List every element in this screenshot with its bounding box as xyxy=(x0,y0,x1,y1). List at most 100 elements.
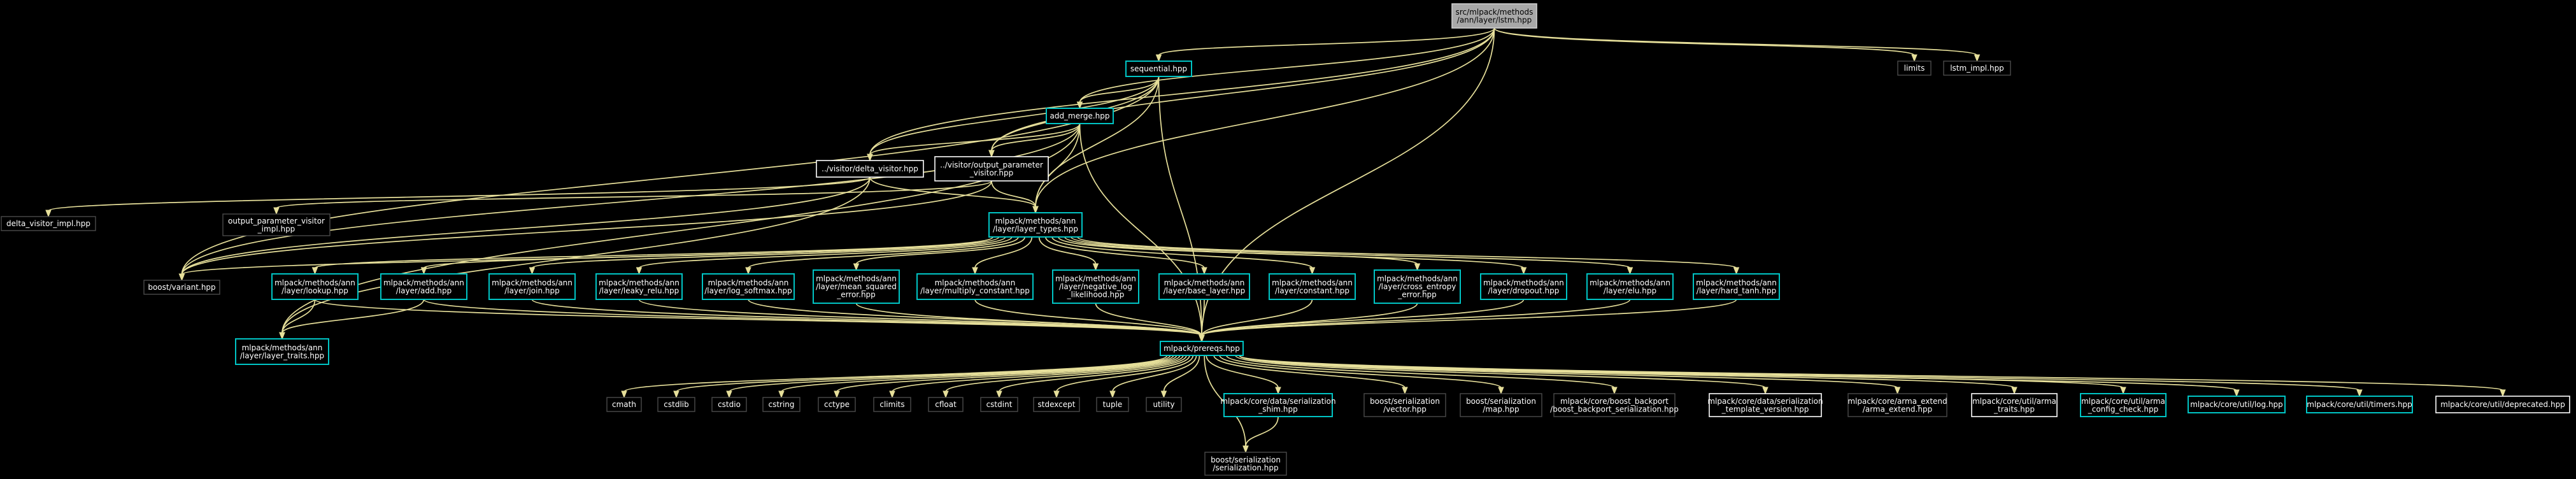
node-add[interactable]: mlpack/methods/ann/layer/add.hpp xyxy=(380,273,467,300)
node-hard-tanh[interactable]: mlpack/methods/ann/layer/hard_tanh.hpp xyxy=(1693,273,1780,300)
node-label-line: mlpack/core/boost_backport xyxy=(1560,397,1669,406)
node-output-param-visitor-impl: output_parameter_visitor_impl.hpp xyxy=(222,213,331,236)
node-arma-config-check[interactable]: mlpack/core/util/arma_config_check.hpp xyxy=(2080,393,2167,417)
node-prereqs[interactable]: mlpack/prereqs.hpp xyxy=(1160,341,1244,356)
edge-add_merge-to-layer_traits xyxy=(281,123,1081,334)
node-label-line: mlpack/methods/ann xyxy=(383,278,464,287)
node-box xyxy=(702,273,795,300)
edge-root-to-output_param_visitor xyxy=(991,27,1495,152)
node-box xyxy=(873,397,911,412)
node-label-line: mlpack/prereqs.hpp xyxy=(1163,344,1240,353)
node-leaky-relu[interactable]: mlpack/methods/ann/layer/leaky_relu.hpp xyxy=(595,273,683,300)
node-label-line: /layer/log_softmax.hpp xyxy=(704,286,792,295)
edge-layer_types-to-mse xyxy=(855,236,1025,265)
node-sequential[interactable]: sequential.hpp xyxy=(1125,61,1192,77)
node-label-line: _impl.hpp xyxy=(257,224,295,233)
node-label-line: cstdint xyxy=(986,400,1013,409)
edge-layer_types-to-dropout xyxy=(1064,236,1525,269)
edge-log_softmax-to-prereqs xyxy=(748,299,1202,336)
node-serialization-shim[interactable]: mlpack/core/data/serialization_shim.hpp xyxy=(1220,393,1336,417)
node-constant[interactable]: mlpack/methods/ann/layer/constant.hpp xyxy=(1269,273,1356,300)
node-log-softmax[interactable]: mlpack/methods/ann/layer/log_softmax.hpp xyxy=(702,273,795,300)
node-box xyxy=(595,273,683,300)
arrowhead-layer_types-to-multiply_constant xyxy=(972,267,978,275)
node-label-line: ../visitor/output_parameter xyxy=(940,161,1043,169)
node-base-layer[interactable]: mlpack/methods/ann/layer/base_layer.hpp xyxy=(1158,273,1250,300)
arrowhead-prereqs-to-boost_ser_vector xyxy=(1402,387,1408,395)
arrowhead-add_merge-to-output_param_visitor xyxy=(988,150,995,158)
node-label-line: mlpack/methods/ann xyxy=(599,278,680,287)
node-mse[interactable]: mlpack/methods/ann/layer/mean_squared_er… xyxy=(813,269,900,304)
node-label-line: /layer/elu.hpp xyxy=(1604,286,1656,295)
node-label-line: /layer/base_layer.hpp xyxy=(1163,286,1245,295)
node-dropout[interactable]: mlpack/methods/ann/layer/dropout.hpp xyxy=(1480,273,1567,300)
node-box xyxy=(988,212,1083,238)
edge-prereqs-to-cstdint xyxy=(999,355,1190,392)
edge-delta_visitor-to-delta_visitor_impl xyxy=(48,176,871,211)
edge-root-to-limits xyxy=(1493,27,1915,56)
arrowhead-prereqs-to-cstdlib xyxy=(673,390,680,399)
edge-root-to-add_merge xyxy=(1079,27,1495,103)
node-arma-traits[interactable]: mlpack/core/util/arma_traits.hpp xyxy=(1971,393,2058,417)
node-box xyxy=(2080,393,2167,417)
node-layer-types[interactable]: mlpack/methods/ann/layer/layer_types.hpp xyxy=(988,212,1083,238)
node-output-param-visitor[interactable]: ../visitor/output_parameter_visitor.hpp xyxy=(934,156,1049,182)
node-label-line: mlpack/methods/ann xyxy=(492,278,573,287)
arrowhead-layer_types-to-cross_entropy xyxy=(1414,263,1421,271)
node-label-line: lstm_impl.hpp xyxy=(1950,64,2004,73)
node-label-line: mlpack/methods/ann xyxy=(1377,275,1458,283)
node-label-line: boost/serialization xyxy=(1211,455,1281,464)
arrowhead-prereqs-to-cstdint xyxy=(996,390,1002,399)
node-label-line: /layer/multiply_constant.hpp xyxy=(920,286,1030,295)
node-deprecated[interactable]: mlpack/core/util/deprecated.hpp xyxy=(2435,396,2570,413)
node-lookup[interactable]: mlpack/methods/ann/layer/lookup.hpp xyxy=(271,273,359,300)
node-cross-entropy[interactable]: mlpack/methods/ann/layer/cross_entropy_e… xyxy=(1374,269,1461,304)
node-label-line: /ann/layer/lstm.hpp xyxy=(1457,15,1532,24)
node-timers[interactable]: mlpack/core/util/timers.hpp xyxy=(2306,396,2413,413)
node-label-line: boost/variant.hpp xyxy=(148,283,215,292)
node-label-line: _visitor.hpp xyxy=(969,168,1014,177)
edge-layer_types-to-base_layer xyxy=(1045,236,1205,269)
node-label-line: stdexcept xyxy=(1038,400,1076,409)
node-label-line: _error.hpp xyxy=(836,290,876,299)
node-multiply-constant[interactable]: mlpack/methods/ann/layer/multiply_consta… xyxy=(916,273,1034,300)
arrowhead-delta_visitor-to-delta_visitor_impl xyxy=(45,210,52,218)
edge-add-to-layer_traits xyxy=(281,299,425,334)
node-label-line: src/mlpack/methods xyxy=(1456,8,1534,17)
node-box xyxy=(488,273,576,300)
node-log[interactable]: mlpack/core/util/log.hpp xyxy=(2188,396,2286,413)
node-label-line: mlpack/methods/ann xyxy=(274,278,355,287)
node-label-line: cfloat xyxy=(935,400,957,409)
node-cctype: cctype xyxy=(818,397,856,412)
node-label-line: cmath xyxy=(612,400,636,409)
edge-add_merge-to-boost_variant xyxy=(181,123,1081,275)
node-box xyxy=(928,397,964,412)
node-label-line: mlpack/methods/ann xyxy=(1483,278,1564,287)
node-elu[interactable]: mlpack/methods/ann/layer/elu.hpp xyxy=(1586,273,1674,300)
edge-sequential-to-delta_visitor xyxy=(869,76,1160,155)
edge-layer_types-to-add xyxy=(423,236,1000,269)
node-box xyxy=(2306,396,2413,413)
arrowhead-root-to-sequential xyxy=(1155,54,1162,62)
node-nll[interactable]: mlpack/methods/ann/layer/negative_log_li… xyxy=(1052,269,1139,304)
node-box xyxy=(1223,393,1333,417)
edge-lookup-to-layer_traits xyxy=(281,299,316,334)
edge-delta_visitor-to-layer_traits xyxy=(281,176,871,334)
node-join[interactable]: mlpack/methods/ann/layer/join.hpp xyxy=(488,273,576,300)
node-label-line: output_parameter_visitor xyxy=(228,217,325,225)
node-add-merge[interactable]: add_merge.hpp xyxy=(1046,108,1114,124)
node-label-line: mlpack/methods/ann xyxy=(1696,278,1777,287)
edge-prereqs-to-utility xyxy=(1163,355,1200,392)
node-layer-traits[interactable]: mlpack/methods/ann/layer/layer_traits.hp… xyxy=(235,338,329,365)
node-box xyxy=(934,156,1049,182)
arrowhead-prereqs-to-cstdio xyxy=(726,390,732,399)
node-ser-template-version[interactable]: mlpack/core/data/serialization_template_… xyxy=(1707,393,1823,417)
node-delta-visitor[interactable]: ../visitor/delta_visitor.hpp xyxy=(816,160,924,178)
node-root[interactable]: src/mlpack/methods/ann/layer/lstm.hpp xyxy=(1451,3,1537,29)
arrowhead-prereqs-to-boost_ser_map xyxy=(1498,387,1504,395)
edge-prereqs-to-cmath xyxy=(623,355,1168,392)
node-label-line: cstring xyxy=(768,400,794,409)
arrowhead-layer_types-to-lookup xyxy=(311,267,318,275)
node-label-line: _shim.hpp xyxy=(1258,404,1298,413)
edge-elu-to-prereqs xyxy=(1201,299,1631,336)
